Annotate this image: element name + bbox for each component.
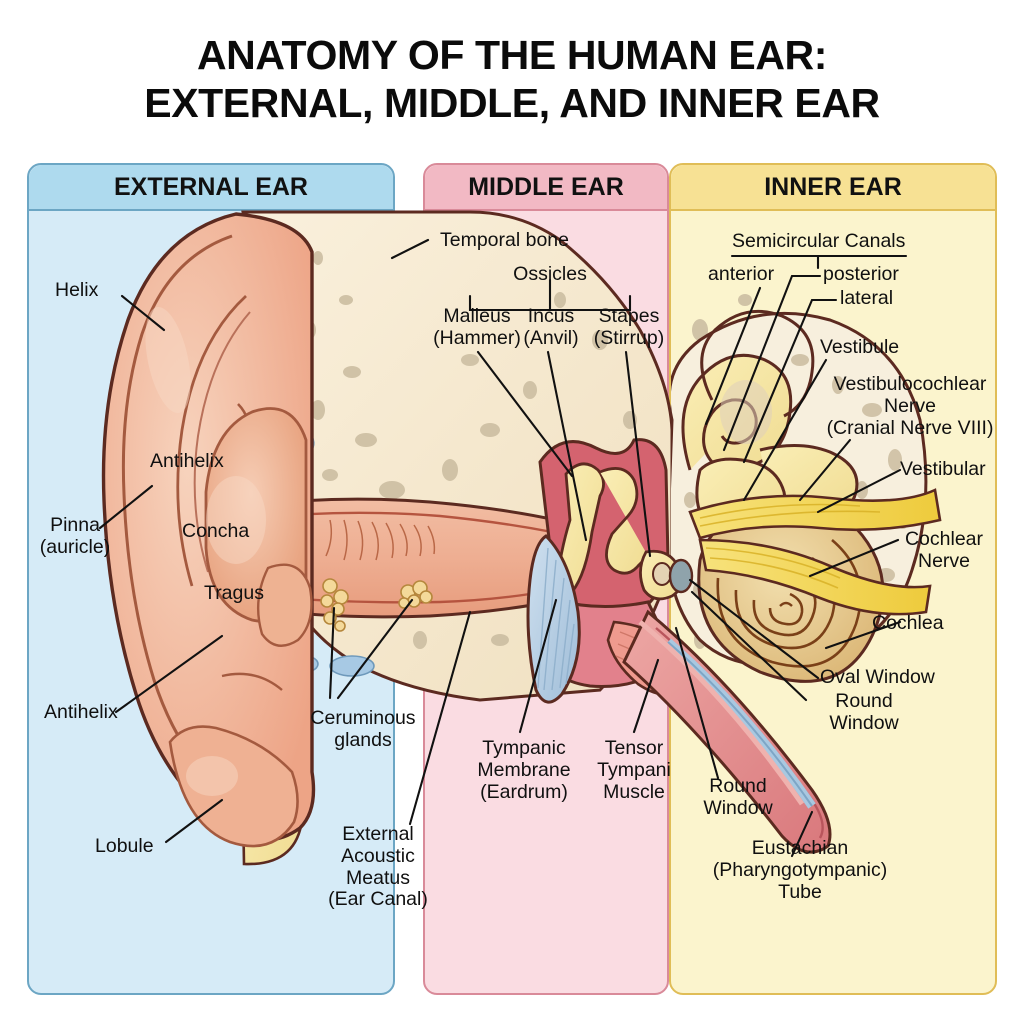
label-cochlear-nerve: Cochlear Nerve (904, 528, 984, 572)
label-helix: Helix (55, 279, 99, 301)
label-vestibular: Vestibular (900, 458, 986, 480)
page-title: ANATOMY OF THE HUMAN EAR: EXTERNAL, MIDD… (0, 32, 1024, 128)
label-concha: Concha (182, 520, 250, 542)
label-malleus: Malleus (Hammer) (433, 305, 521, 349)
label-anterior: anterior (708, 263, 775, 285)
label-antihelix-upper: Antihelix (150, 450, 224, 472)
panel-middle-ear: MIDDLE EAR (423, 163, 669, 995)
label-tragus: Tragus (204, 582, 264, 604)
label-incus: Incus (Anvil) (523, 305, 579, 349)
label-oval-window: Oval Window (820, 666, 935, 688)
title-line-1: ANATOMY OF THE HUMAN EAR: (196, 32, 828, 78)
label-lobule: Lobule (95, 835, 154, 857)
label-cochlea: Cochlea (872, 612, 944, 634)
label-external-acoustic-meatus: External Acoustic Meatus (Ear Canal) (328, 823, 428, 911)
panel-header-external: EXTERNAL EAR (29, 165, 393, 211)
label-lateral: lateral (840, 287, 894, 309)
label-tympanic-membrane: Tympanic Membrane (Eardrum) (477, 737, 571, 803)
label-vestibule: Vestibule (820, 336, 900, 358)
label-stapes: Stapes (Stirrup) (593, 305, 665, 349)
label-pinna: Pinna (auricle) (39, 514, 111, 558)
label-semicircular-canals: Semicircular Canals (732, 230, 906, 252)
title-line-2: EXTERNAL, MIDDLE, AND INNER EAR (144, 79, 880, 126)
panel-header-inner: INNER EAR (671, 165, 995, 211)
label-temporal-bone: Temporal bone (440, 229, 569, 251)
label-posterior: posterior (823, 263, 899, 285)
label-eustachian-tube: Eustachian (Pharyngotympanic) Tube (712, 837, 888, 903)
panel-header-middle: MIDDLE EAR (425, 165, 667, 211)
label-round-window-upper: Round Window (829, 690, 899, 734)
label-ceruminous-glands: Ceruminous glands (310, 707, 416, 751)
label-antihelix-lower: Antihelix (44, 701, 118, 723)
label-round-window-lower: Round Window (703, 775, 773, 819)
label-vestibulocochlear-nerve: Vestibulocochlear Nerve (Cranial Nerve V… (826, 373, 994, 439)
label-ossicles: Ossicles (513, 263, 587, 285)
label-tensor-tympani: Tensor Tympani Muscle (597, 737, 671, 803)
